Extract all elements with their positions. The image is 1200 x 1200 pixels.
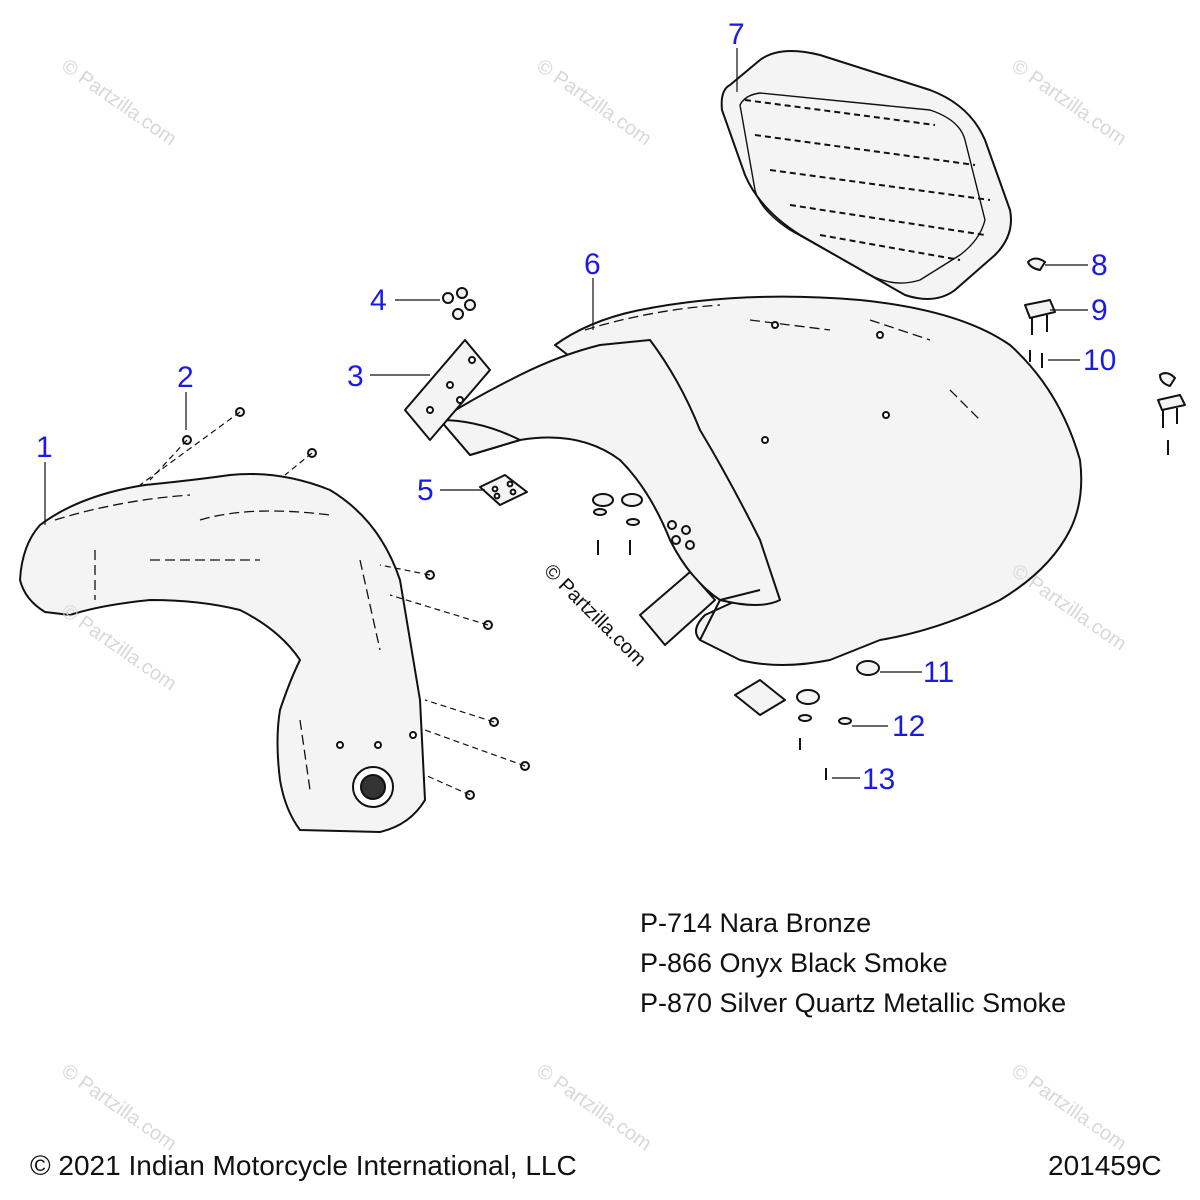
callout-12: 12 xyxy=(892,710,926,743)
callout-6: 6 xyxy=(584,248,601,281)
mount-plate-part xyxy=(479,474,528,506)
callout-leader-lines xyxy=(44,48,1088,779)
callout-11: 11 xyxy=(923,656,955,689)
hinge-lower-part xyxy=(639,571,786,716)
callout-1: 1 xyxy=(36,431,53,464)
callout-13: 13 xyxy=(862,763,896,796)
callout-2: 2 xyxy=(177,361,194,394)
callout-8: 8 xyxy=(1091,249,1108,282)
callout-10: 10 xyxy=(1083,344,1117,377)
backrest-bolts-part xyxy=(182,407,530,800)
callout-7: 7 xyxy=(728,18,745,51)
paint-code-3: P-870 Silver Quartz Metallic Smoke xyxy=(640,988,1067,1018)
callout-3: 3 xyxy=(347,360,364,393)
callout-5: 5 xyxy=(417,474,434,507)
trunk-shell-part xyxy=(439,295,1083,666)
callout-9: 9 xyxy=(1091,294,1108,327)
bolt-dashed-lines xyxy=(139,411,526,796)
callout-4: 4 xyxy=(370,284,387,317)
grommets-part xyxy=(592,493,880,780)
backrest-cover-part xyxy=(19,473,426,833)
bolt-cluster-part xyxy=(442,287,476,320)
paint-code-2: P-866 Onyx Black Smoke xyxy=(640,948,948,978)
copyright-footer: © 2021 Indian Motorcycle International, … xyxy=(30,1150,577,1181)
hinge-upper-part xyxy=(404,339,491,441)
diagram-id: 201459C xyxy=(1048,1150,1162,1181)
luggage-rack-part xyxy=(720,50,1012,300)
fittings-part xyxy=(1024,257,1186,455)
paint-code-1: P-714 Nara Bronze xyxy=(640,908,872,938)
